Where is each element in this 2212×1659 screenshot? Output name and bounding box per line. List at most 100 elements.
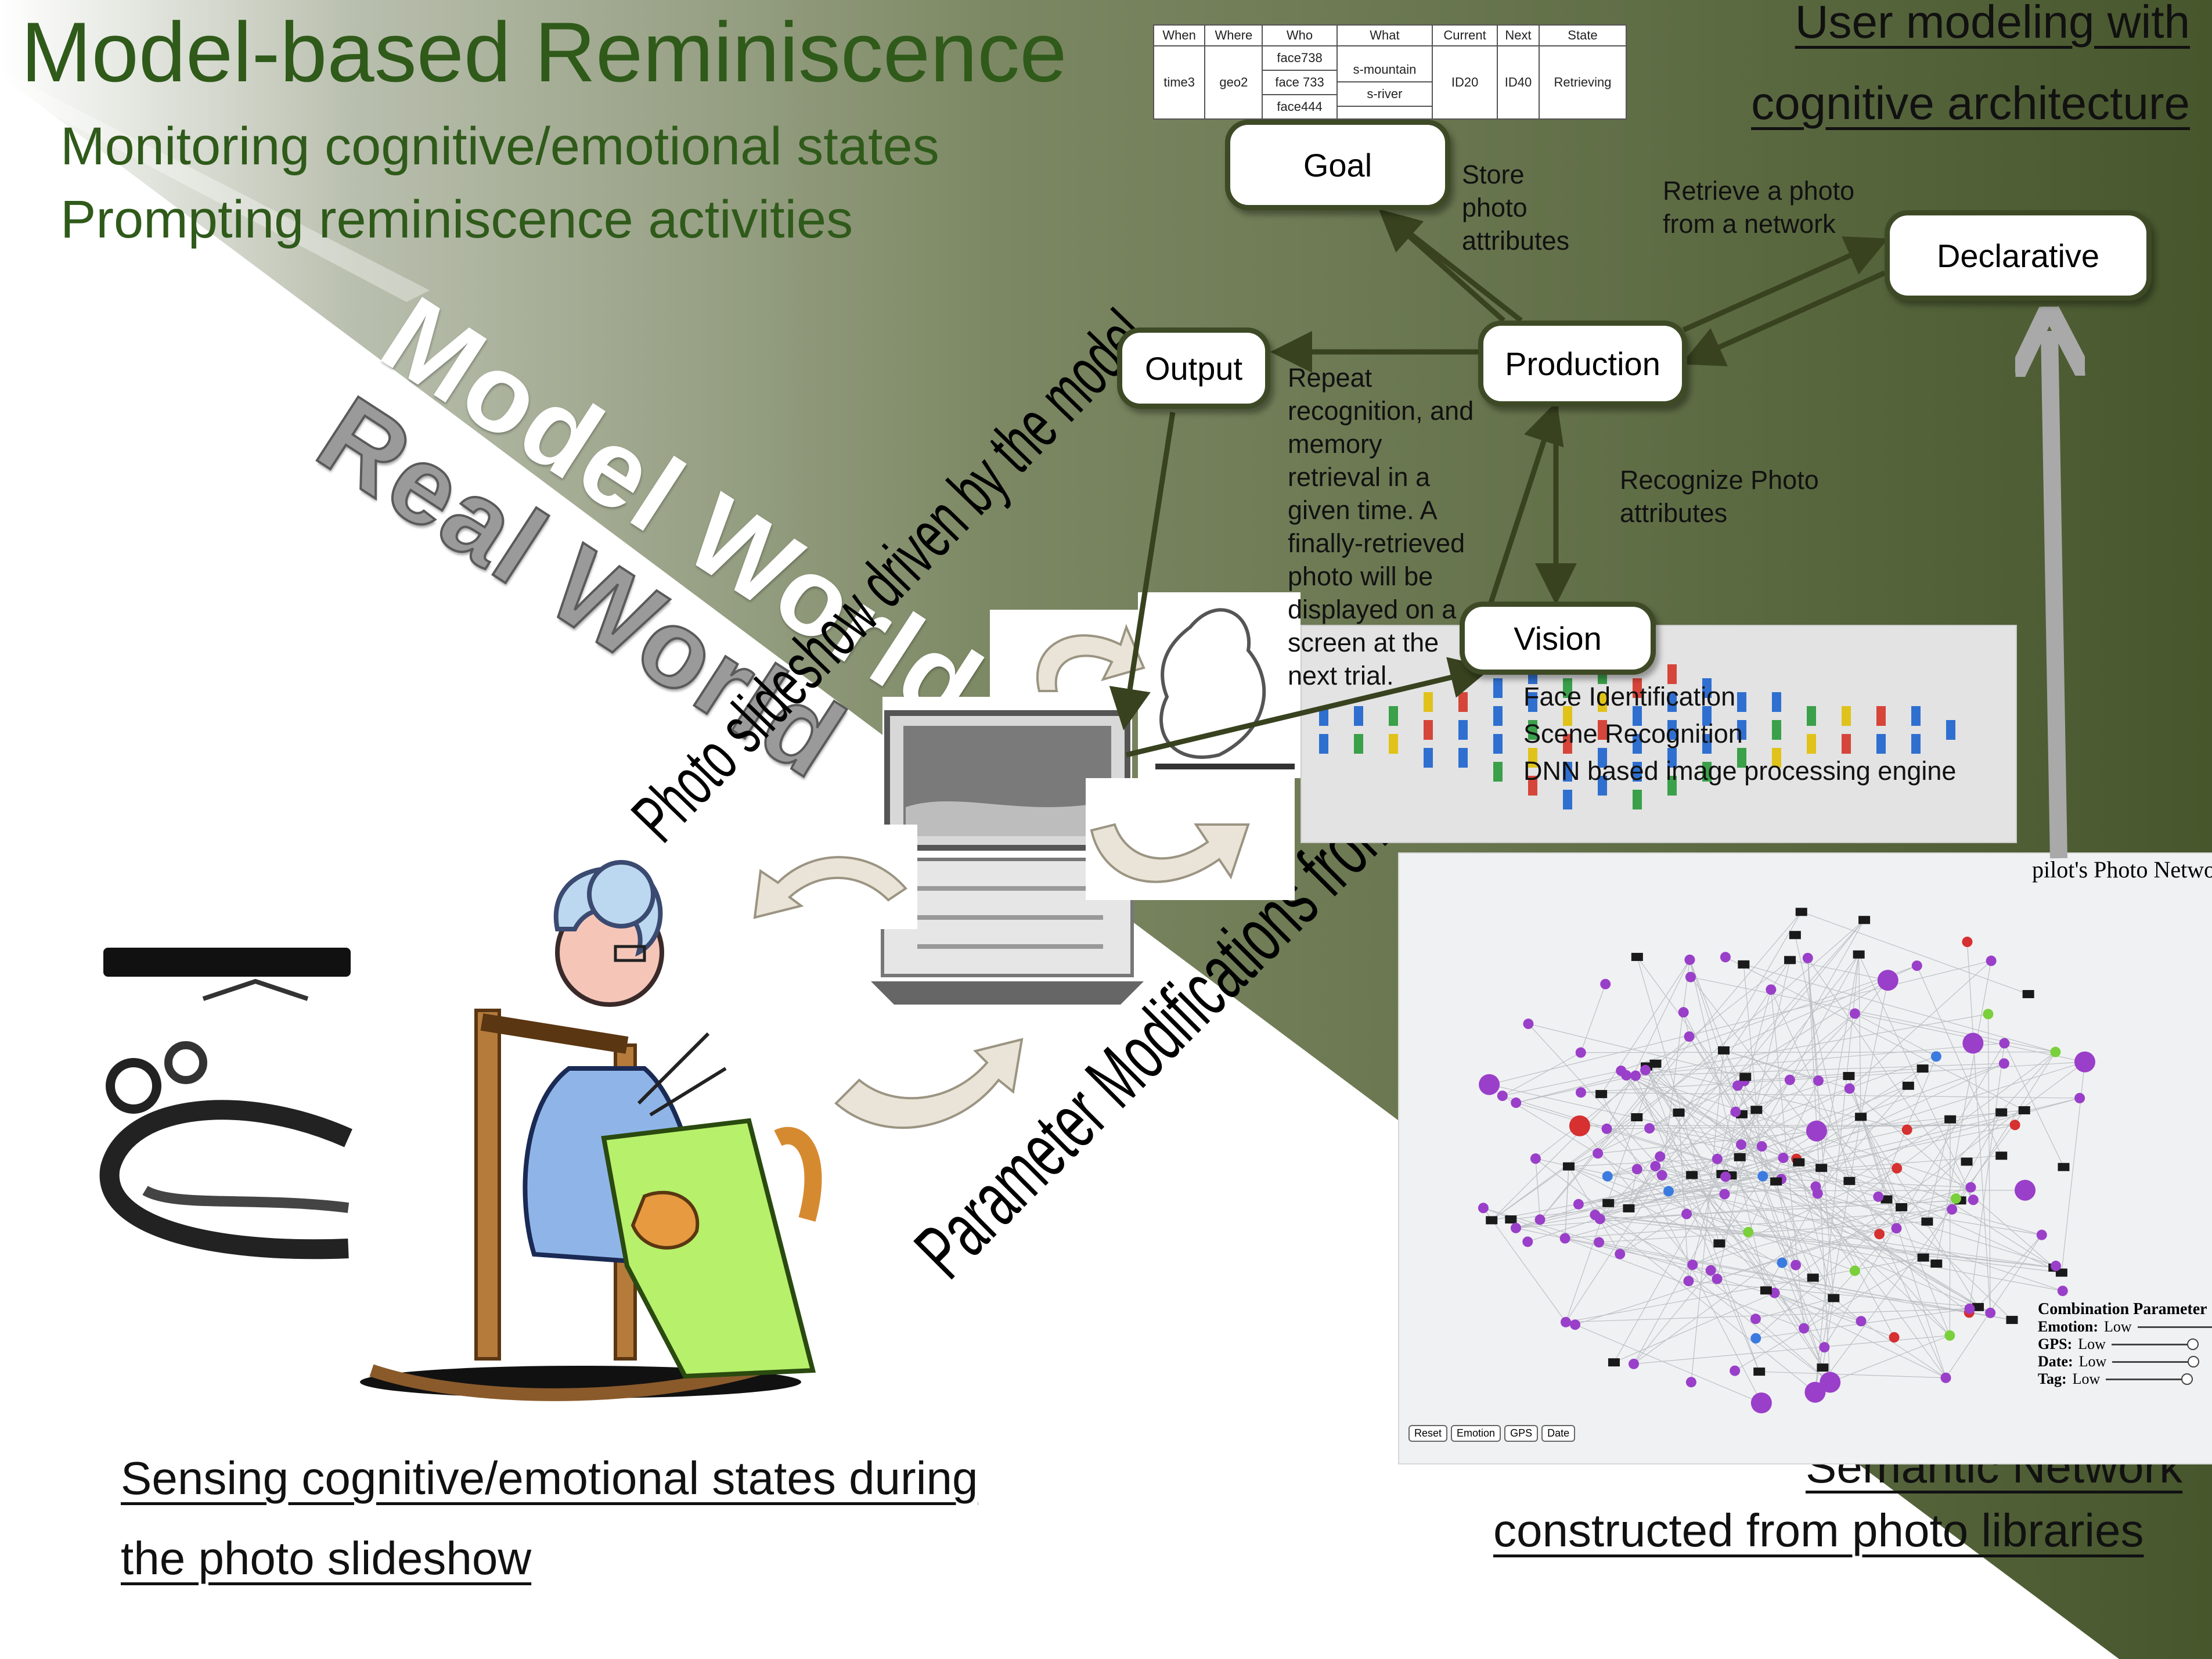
network-node[interactable] xyxy=(1815,1164,1828,1172)
network-node[interactable] xyxy=(1717,1046,1730,1055)
network-node[interactable] xyxy=(1930,1259,1943,1268)
network-node[interactable] xyxy=(2015,1179,2036,1201)
network-node[interactable] xyxy=(1828,1294,1840,1302)
network-node[interactable] xyxy=(1650,1161,1661,1172)
network-node[interactable] xyxy=(1901,1124,1912,1135)
network-node[interactable] xyxy=(1853,950,1865,959)
network-node[interactable] xyxy=(1804,1381,1826,1403)
network-node[interactable] xyxy=(1575,1047,1586,1058)
network-node[interactable] xyxy=(1649,1059,1662,1068)
emotion-button[interactable]: Emotion xyxy=(1451,1425,1501,1442)
network-node[interactable] xyxy=(1784,956,1796,965)
network-node[interactable] xyxy=(1673,1109,1685,1117)
network-node[interactable] xyxy=(1880,1195,1893,1204)
network-node[interactable] xyxy=(1756,1141,1767,1152)
network-node[interactable] xyxy=(1656,1169,1667,1181)
network-node[interactable] xyxy=(1999,1038,2010,1049)
network-node[interactable] xyxy=(1631,1164,1642,1175)
network-node[interactable] xyxy=(1921,1217,1933,1226)
network-node[interactable] xyxy=(1799,1323,1810,1334)
network-node[interactable] xyxy=(1819,1342,1830,1353)
network-node[interactable] xyxy=(1944,1115,1957,1124)
network-node[interactable] xyxy=(1985,1307,1996,1318)
network-node[interactable] xyxy=(1849,1008,1860,1019)
network-node[interactable] xyxy=(2009,1120,2020,1131)
network-node[interactable] xyxy=(1778,1152,1789,1163)
network-node[interactable] xyxy=(1896,1203,1908,1211)
network-node[interactable] xyxy=(1750,1333,1761,1344)
network-node[interactable] xyxy=(1962,937,1973,948)
network-node[interactable] xyxy=(1575,1087,1586,1098)
network-node[interactable] xyxy=(1719,1189,1730,1200)
network-node[interactable] xyxy=(1601,1123,1612,1134)
network-node[interactable] xyxy=(1760,1286,1772,1295)
network-node[interactable] xyxy=(1820,1372,1841,1393)
network-node[interactable] xyxy=(1562,1162,1575,1171)
network-node[interactable] xyxy=(1594,1214,1605,1225)
network-node[interactable] xyxy=(1856,1316,1867,1327)
network-node[interactable] xyxy=(1843,1176,1856,1185)
network-node[interactable] xyxy=(1817,1363,1829,1372)
network-node[interactable] xyxy=(1930,1051,1941,1062)
network-node[interactable] xyxy=(1750,1392,1772,1414)
network-node[interactable] xyxy=(1892,1163,1903,1174)
network-node[interactable] xyxy=(1478,1203,1489,1214)
network-node[interactable] xyxy=(1961,1157,1973,1166)
network-node[interactable] xyxy=(1479,1074,1500,1095)
network-node[interactable] xyxy=(1873,1191,1884,1202)
slider-knob[interactable] xyxy=(2188,1355,2200,1367)
network-node[interactable] xyxy=(1940,1372,1951,1383)
date-slider[interactable] xyxy=(2112,1355,2200,1367)
network-node[interactable] xyxy=(1734,1153,1746,1161)
network-node[interactable] xyxy=(1750,1106,1763,1114)
network-node[interactable] xyxy=(1663,1186,1674,1197)
network-node[interactable] xyxy=(1739,1073,1752,1081)
network-node[interactable] xyxy=(1791,1259,1802,1271)
network-node[interactable] xyxy=(1486,1216,1498,1225)
network-node[interactable] xyxy=(1877,970,1898,991)
network-node[interactable] xyxy=(1655,1151,1666,1162)
network-node[interactable] xyxy=(1855,1113,1867,1121)
network-node[interactable] xyxy=(1684,954,1695,965)
network-node[interactable] xyxy=(2051,1261,2062,1272)
network-node[interactable] xyxy=(1602,1171,1613,1182)
network-node[interactable] xyxy=(1530,1153,1541,1164)
network-node[interactable] xyxy=(1686,1171,1698,1179)
network-node[interactable] xyxy=(1964,1303,1975,1314)
network-node[interactable] xyxy=(1769,1287,1780,1298)
network-node[interactable] xyxy=(1569,1115,1590,1136)
network-node[interactable] xyxy=(1684,1031,1695,1042)
network-node[interactable] xyxy=(1965,1182,1976,1193)
network-node[interactable] xyxy=(1705,1265,1716,1276)
network-node[interactable] xyxy=(1732,1080,1743,1091)
network-node[interactable] xyxy=(1911,960,1922,971)
network-node[interactable] xyxy=(1753,1367,1766,1376)
network-node[interactable] xyxy=(1631,1113,1643,1122)
network-node[interactable] xyxy=(2055,1268,2067,1277)
network-node[interactable] xyxy=(1766,984,1777,995)
network-node[interactable] xyxy=(1874,1229,1885,1240)
network-node[interactable] xyxy=(2074,1051,2095,1073)
network-node[interactable] xyxy=(1844,1083,1855,1094)
network-node[interactable] xyxy=(1595,1090,1608,1099)
slider-knob[interactable] xyxy=(2181,1373,2193,1385)
network-node[interactable] xyxy=(1743,1226,1754,1237)
network-node[interactable] xyxy=(1916,1064,1929,1073)
network-node[interactable] xyxy=(2036,1229,2047,1240)
network-node[interactable] xyxy=(1629,1358,1640,1369)
network-node[interactable] xyxy=(1806,1120,1827,1142)
network-node[interactable] xyxy=(2006,1316,2018,1325)
date-button[interactable]: Date xyxy=(1541,1425,1576,1442)
network-node[interactable] xyxy=(1522,1236,1533,1247)
network-node[interactable] xyxy=(1640,1064,1651,1075)
network-node[interactable] xyxy=(1917,1253,1929,1262)
network-node[interactable] xyxy=(1793,1158,1805,1167)
tag-slider[interactable] xyxy=(2106,1373,2193,1385)
network-node[interactable] xyxy=(1644,1123,1655,1134)
network-node[interactable] xyxy=(1736,1139,1747,1150)
network-node[interactable] xyxy=(1750,1313,1761,1325)
gps-slider[interactable] xyxy=(2111,1338,2199,1350)
network-node[interactable] xyxy=(2018,1106,2030,1115)
network-node[interactable] xyxy=(1757,1171,1768,1182)
network-node[interactable] xyxy=(1678,1007,1689,1018)
